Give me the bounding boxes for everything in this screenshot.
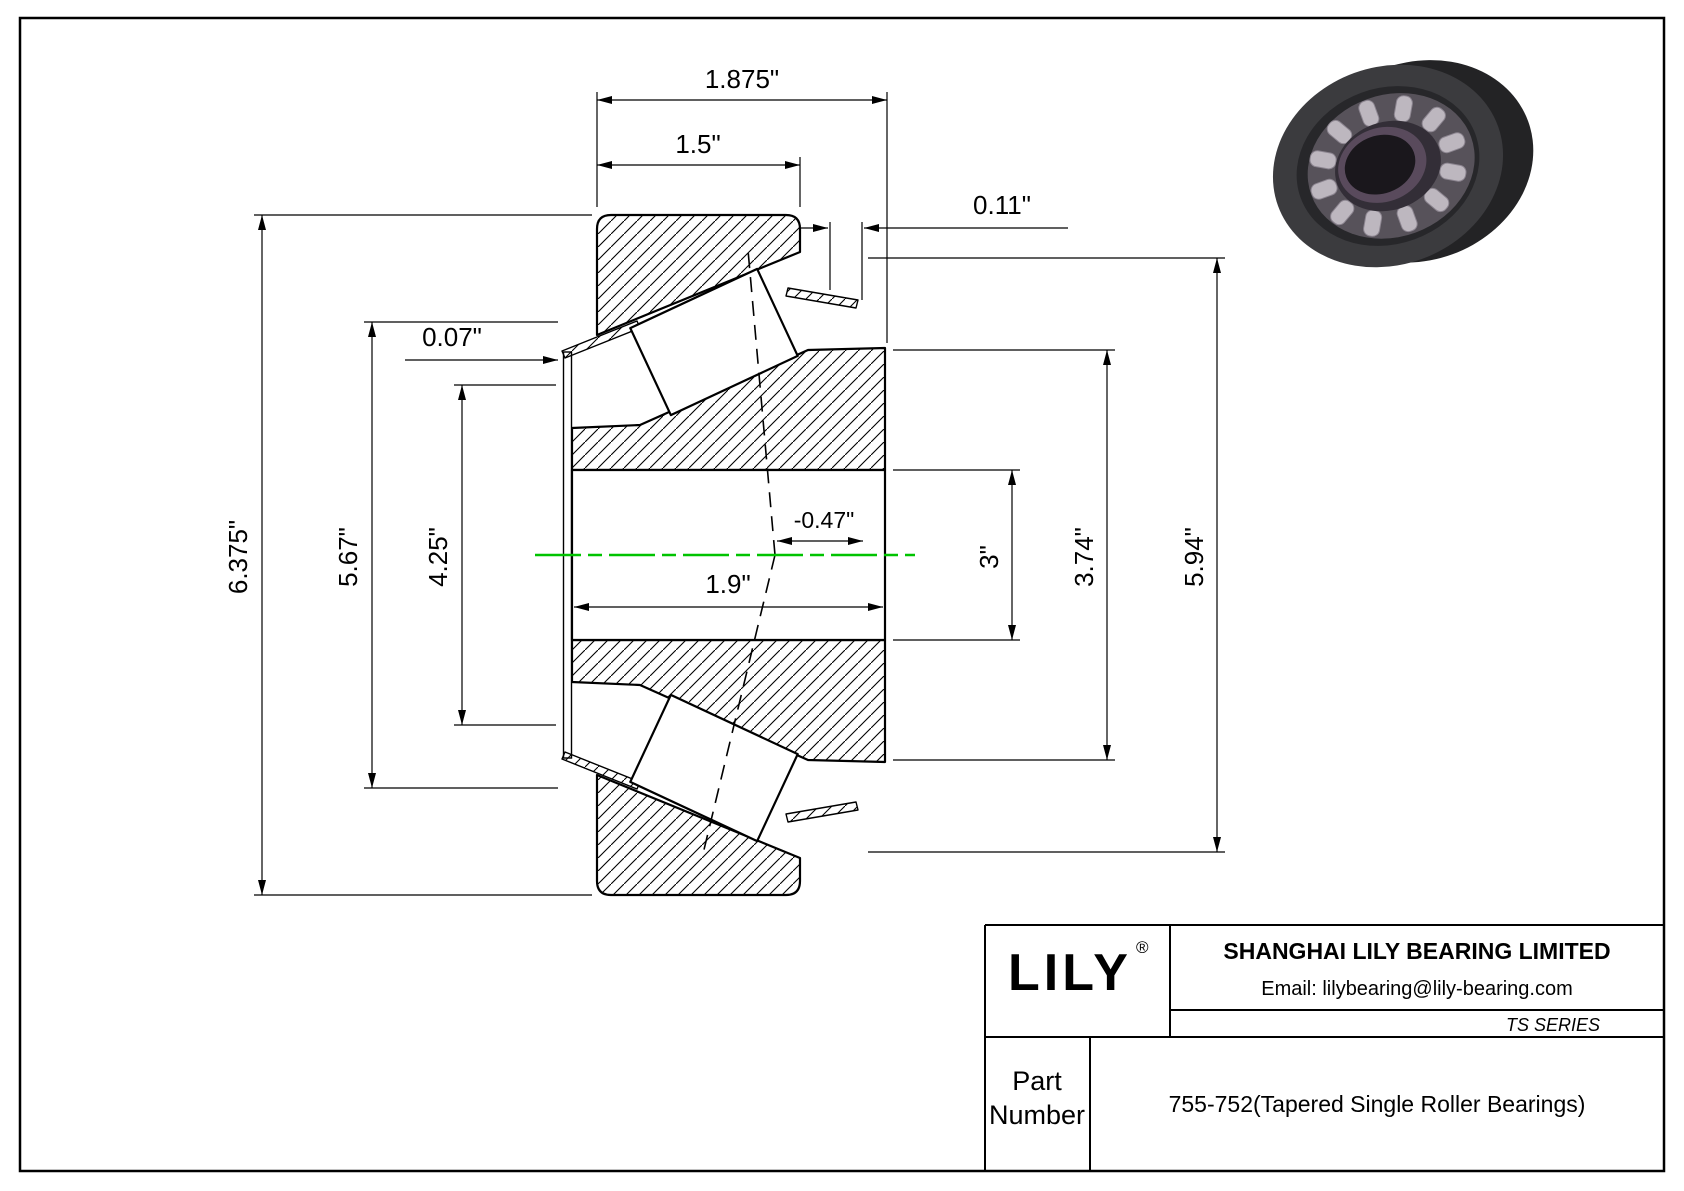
dim-label-overall-width: 1.875": [705, 64, 779, 94]
cup-bottom-section: [595, 773, 802, 897]
dim-label-cone-rib-od: 3.74": [1069, 527, 1099, 587]
lily-logo: LILY: [1008, 944, 1132, 1002]
cup-top-section: [595, 213, 802, 337]
sheet-border: [18, 16, 1666, 1173]
dim-label-cone-width: 1.9": [705, 569, 750, 599]
cage-strip-top-right: [785, 287, 859, 309]
dimension-overall-width: 1.875": [596, 64, 888, 343]
dimension-front-rib: 4.25": [423, 384, 556, 726]
dim-label-effective-center: -0.47": [794, 507, 855, 533]
dim-label-cage-lip: 0.07": [422, 322, 482, 352]
dim-label-cup-raceway-od: 5.94": [1179, 527, 1209, 587]
registered-mark: ®: [1136, 938, 1149, 957]
bearing-3d-image: [1272, 60, 1534, 268]
part-label-line1: Part: [1012, 1066, 1062, 1096]
dimension-cage-od: 5.67": [333, 321, 558, 789]
part-number-value: 755-752(Tapered Single Roller Bearings): [1169, 1091, 1586, 1117]
dimension-cage-standout: 0.11": [800, 190, 1068, 300]
dim-label-cage-od: 5.67": [333, 527, 363, 587]
company-name: SHANGHAI LILY BEARING LIMITED: [1223, 938, 1610, 964]
part-label-line2: Number: [989, 1100, 1085, 1130]
bearing-cage-rollers: [1309, 95, 1467, 237]
dimension-cage-lip: 0.07": [405, 322, 558, 364]
title-block: LILY ® SHANGHAI LILY BEARING LIMITED Ema…: [984, 924, 1664, 1171]
dimension-effective-center: -0.47": [777, 507, 863, 545]
dimension-cone-rib-od: 3.74": [893, 349, 1115, 761]
dimension-cone-width: 1.9": [574, 569, 883, 611]
dimension-cup-raceway-od: 5.94": [868, 257, 1225, 853]
roller-axis-top: [747, 249, 776, 556]
dim-label-cup-width: 1.5": [675, 129, 720, 159]
cage-strip-bottom-right: [785, 801, 859, 823]
dim-label-bore: 3": [974, 545, 1004, 569]
bearing-bore: [1344, 134, 1416, 195]
dim-label-cage-standout: 0.11": [973, 190, 1031, 220]
company-email: Email: lilybearing@lily-bearing.com: [1261, 978, 1573, 1000]
dimension-bore: 3": [893, 469, 1020, 641]
dimension-cup-width: 1.5": [597, 129, 801, 207]
bearing-cross-section: [535, 213, 915, 897]
series-label: TS SERIES: [1506, 1015, 1600, 1035]
roller-top: [629, 267, 799, 417]
dim-label-cup-od: 6.375": [223, 520, 253, 594]
dimension-cup-od: 6.375": [223, 214, 592, 896]
dim-label-front-rib: 4.25": [423, 527, 453, 587]
